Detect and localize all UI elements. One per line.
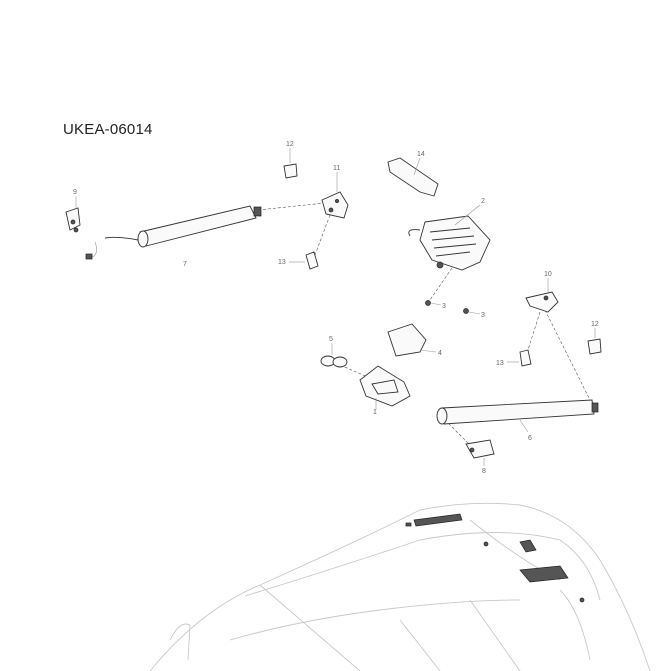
callout-8: 8 — [482, 468, 486, 475]
callout-12-a: 12 — [286, 141, 294, 148]
part-13-ball-stud-lower — [507, 349, 532, 367]
callout-labels: 1 2 3 3 4 5 6 7 8 9 10 11 12 12 13 13 14 — [73, 141, 599, 475]
part-1-handle-housing — [359, 365, 411, 410]
part-5-seal — [320, 343, 348, 368]
part-3-screw-b — [463, 308, 481, 315]
part-12-bump-stop-lower — [587, 328, 602, 355]
vehicle-outline — [149, 502, 651, 671]
callout-3-b: 3 — [481, 312, 485, 319]
callout-9: 9 — [73, 189, 77, 196]
part-12-bump-stop-upper — [283, 148, 298, 179]
part-2-latch-assembly — [408, 204, 491, 271]
callout-7: 7 — [183, 261, 187, 268]
callout-6: 6 — [528, 435, 532, 442]
part-11-strut-bracket — [321, 172, 349, 219]
diagram-code: UKEA-06014 — [63, 121, 153, 138]
callout-11: 11 — [333, 165, 340, 172]
callout-10: 10 — [544, 271, 552, 278]
callout-14: 14 — [417, 151, 425, 158]
part-8-strut-bracket — [465, 439, 495, 466]
part-4-bezel — [387, 323, 437, 357]
part-10-strut-bracket — [525, 278, 559, 313]
part-6-gas-strut — [436, 399, 599, 433]
part-14-striker-plate — [387, 157, 439, 197]
assembly-lines — [257, 202, 591, 446]
callout-4: 4 — [438, 350, 442, 357]
part-9-bracket — [65, 196, 81, 233]
callout-5: 5 — [329, 336, 333, 343]
callout-1: 1 — [373, 409, 377, 416]
part-3-screw-a — [425, 300, 442, 306]
callout-2: 2 — [481, 198, 485, 205]
part-13-ball-stud-upper — [289, 251, 319, 270]
callout-3-a: 3 — [442, 303, 446, 310]
callout-13-a: 13 — [278, 259, 286, 266]
callout-13-b: 13 — [496, 360, 504, 367]
callout-12-b: 12 — [591, 321, 599, 328]
part-7-gas-strut — [85, 205, 262, 260]
